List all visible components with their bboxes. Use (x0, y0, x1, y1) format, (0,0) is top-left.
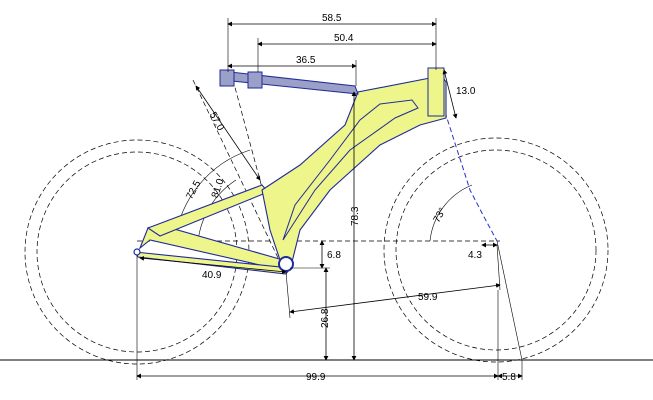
dim-top-len-c: 36.5 (296, 55, 316, 66)
dim-head-angle: 73° (432, 206, 449, 225)
dim-top-len-a: 58.5 (322, 13, 342, 24)
dim-bb-drop: 6.8 (327, 250, 341, 261)
dim-head-tube: 13.0 (456, 86, 476, 97)
seat-angle-line-a (192, 79, 281, 263)
dim-bb-height: 26.8 (320, 308, 331, 328)
head-angle-arc (429, 184, 473, 242)
steerer-line (496, 240, 523, 361)
dim-trail: 5.8 (502, 372, 516, 383)
dim-angle-a: 72.5 (184, 179, 203, 202)
seat-stay (146, 184, 269, 237)
dim-angle-b: 81.0 (210, 177, 227, 199)
dim-seat-len: 57.0 (207, 110, 226, 133)
fork (444, 111, 498, 242)
dim-chainstay: 40.9 (202, 270, 222, 281)
dim-wheelbase: 99.9 (306, 372, 326, 383)
dim-front-center: 59.9 (418, 292, 438, 303)
frame-cutout (282, 99, 419, 241)
bottom-bracket (278, 256, 294, 272)
dim-stack: 78.3 (350, 206, 361, 226)
front-wheel (383, 137, 609, 363)
dim-top-len-b: 50.4 (334, 33, 354, 44)
head-tube (427, 67, 445, 117)
rear-axle (133, 248, 141, 256)
dim-fork-offset: 4.3 (468, 250, 482, 261)
seat-clamp-b (247, 71, 263, 89)
seat-clamp-a (219, 69, 235, 87)
